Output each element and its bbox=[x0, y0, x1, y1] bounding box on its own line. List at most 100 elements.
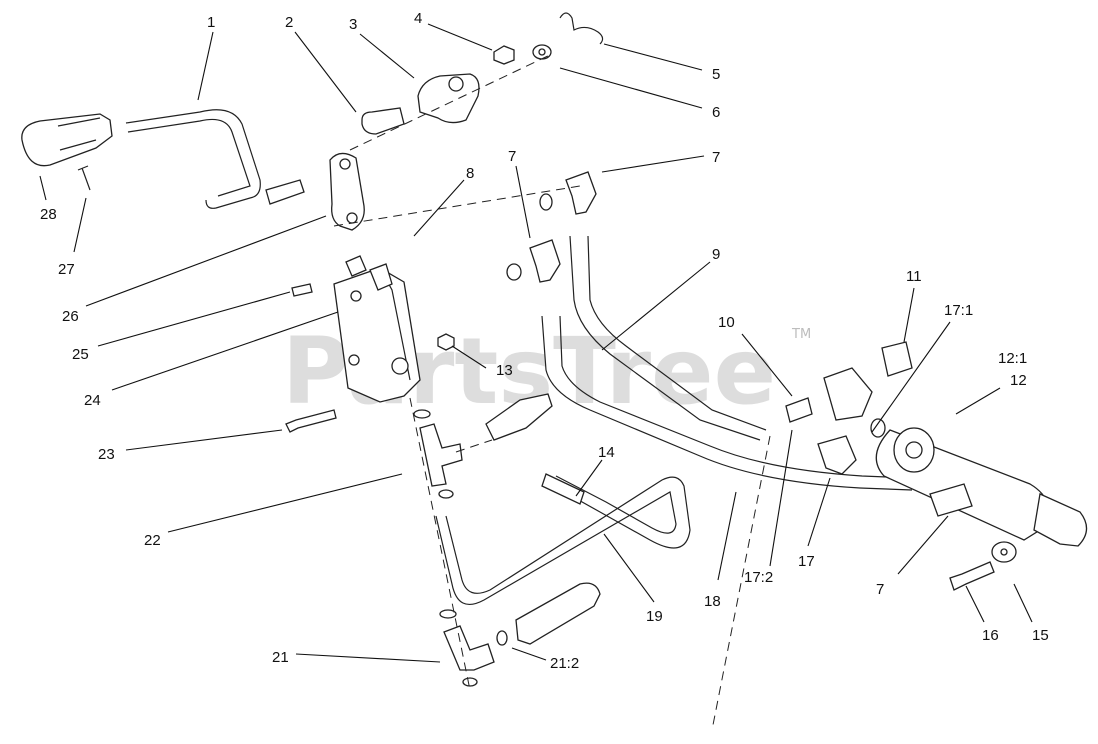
leader-11 bbox=[903, 287, 915, 343]
callout-10: 10 bbox=[718, 314, 735, 331]
callout-7-upper-left: 7 bbox=[508, 148, 516, 165]
centerline-bracket bbox=[333, 185, 581, 227]
control-valve bbox=[333, 255, 421, 403]
fitting-7-right bbox=[929, 483, 973, 517]
leader-7b bbox=[601, 155, 705, 173]
hydraulic-hose-lower bbox=[541, 315, 913, 491]
callout-16: 16 bbox=[982, 627, 999, 644]
clevis-pin bbox=[361, 107, 405, 135]
handle-knob bbox=[21, 113, 113, 167]
hydraulic-hose-upper bbox=[569, 235, 767, 441]
callout-15: 15 bbox=[1032, 627, 1049, 644]
leader-16 bbox=[965, 585, 985, 623]
leader-9 bbox=[601, 261, 711, 351]
lever-rod bbox=[125, 109, 305, 209]
callout-6: 6 bbox=[712, 104, 720, 121]
o-ring-21b bbox=[462, 677, 478, 687]
callout-21: 21 bbox=[272, 649, 289, 666]
watermark-trademark: TM bbox=[791, 327, 811, 342]
callout-17-1: 17:1 bbox=[944, 302, 973, 319]
leader-23 bbox=[125, 429, 283, 451]
clevis bbox=[417, 73, 480, 124]
o-ring-top bbox=[539, 193, 553, 211]
leader-14 bbox=[575, 459, 603, 497]
bracket-hole-lower bbox=[346, 212, 358, 224]
leader-17-2 bbox=[769, 429, 793, 567]
callout-11: 11 bbox=[906, 268, 922, 285]
callout-13: 13 bbox=[496, 362, 513, 379]
cylinder-pin bbox=[785, 397, 813, 423]
hydraulic-cylinder bbox=[875, 427, 1088, 547]
callout-26: 26 bbox=[62, 308, 79, 325]
leader-1 bbox=[197, 31, 214, 101]
bolt-16 bbox=[949, 561, 995, 591]
callout-4: 4 bbox=[414, 10, 422, 27]
leader-26 bbox=[85, 215, 327, 307]
o-ring-mid bbox=[506, 263, 522, 281]
callout-3: 3 bbox=[349, 16, 357, 33]
leader-22 bbox=[167, 473, 403, 533]
callout-25: 25 bbox=[72, 346, 89, 363]
callout-7-lower: 7 bbox=[876, 581, 884, 598]
callout-27: 27 bbox=[58, 261, 75, 278]
tee-fitting bbox=[419, 423, 463, 487]
leader-2 bbox=[294, 31, 357, 113]
o-ring-22b bbox=[438, 489, 454, 499]
callout-17: 17 bbox=[798, 553, 815, 570]
small-nut bbox=[437, 333, 455, 351]
elbow-fitting-mid bbox=[529, 239, 561, 283]
rivet bbox=[77, 165, 91, 191]
hose-end-21 bbox=[515, 582, 601, 645]
callout-9: 9 bbox=[712, 246, 720, 263]
leader-12 bbox=[955, 387, 1001, 415]
callout-22: 22 bbox=[144, 532, 161, 549]
elbow-fitting-21 bbox=[443, 625, 495, 671]
bracket-hole bbox=[339, 158, 351, 170]
callout-12-1: 12:1 bbox=[998, 350, 1027, 367]
o-ring-22 bbox=[413, 409, 431, 419]
centerline-valve bbox=[409, 397, 471, 691]
washer-15-hole bbox=[1000, 548, 1008, 556]
callout-18: 18 bbox=[704, 593, 721, 610]
cylinder-clevis bbox=[823, 367, 873, 421]
hair-clip bbox=[559, 12, 604, 45]
callout-7-upper-right: 7 bbox=[712, 149, 720, 166]
nut bbox=[493, 45, 515, 65]
small-screw bbox=[291, 283, 313, 297]
leader-17 bbox=[807, 477, 831, 547]
washer-hole bbox=[538, 48, 546, 56]
callout-14: 14 bbox=[598, 444, 615, 461]
leader-21-2 bbox=[511, 647, 547, 661]
callout-19: 19 bbox=[646, 608, 663, 625]
leader-15 bbox=[1013, 583, 1033, 623]
callout-12: 12 bbox=[1010, 372, 1027, 389]
leader-27 bbox=[73, 197, 87, 253]
o-ring-21-2 bbox=[496, 630, 508, 646]
callout-1: 1 bbox=[207, 14, 215, 31]
cylinder-bracket bbox=[881, 341, 913, 377]
leader-8 bbox=[413, 179, 465, 237]
leader-6 bbox=[559, 67, 703, 109]
leader-13 bbox=[451, 345, 487, 369]
callout-21-2: 21:2 bbox=[550, 655, 579, 672]
long-bolt bbox=[285, 409, 337, 433]
leader-17-1 bbox=[871, 321, 951, 433]
elbow-fitting-top bbox=[565, 171, 597, 215]
callout-5: 5 bbox=[712, 66, 720, 83]
leader-18 bbox=[717, 491, 737, 581]
return-tube bbox=[435, 473, 691, 605]
callout-17-2: 17:2 bbox=[744, 569, 773, 586]
centerline-tee bbox=[455, 439, 493, 453]
leader-3 bbox=[359, 33, 415, 79]
callout-8: 8 bbox=[466, 165, 474, 182]
clevis-hole bbox=[448, 76, 464, 92]
elbow-fitting-right bbox=[817, 435, 857, 475]
hose-fitting-left bbox=[485, 393, 553, 441]
leader-4 bbox=[427, 23, 493, 51]
pivot-bracket bbox=[329, 152, 365, 231]
leader-10 bbox=[741, 333, 793, 397]
leader-25 bbox=[97, 291, 291, 347]
o-ring-right bbox=[870, 418, 886, 438]
leader-21 bbox=[295, 653, 441, 663]
